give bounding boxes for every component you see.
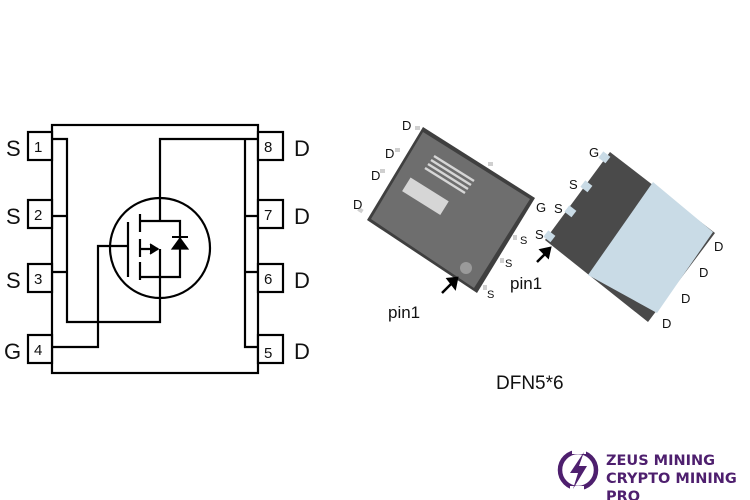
pin-2-number: 2 (34, 207, 42, 224)
source-bus-wire (52, 137, 162, 324)
package-bottom-view (543, 151, 715, 322)
logo-text: ZEUS MINING CRYPTO MINING PRO (606, 452, 750, 500)
pin-1-box (26, 130, 54, 162)
mosfet-circle (108, 196, 212, 300)
pin1-dot (460, 262, 472, 274)
pin-6-name: D (294, 268, 310, 293)
drain-pad (588, 182, 713, 313)
pin-5-number: 5 (264, 345, 272, 362)
pin-4-name: G (4, 339, 21, 364)
top-pin1-label: pin1 (388, 303, 420, 322)
top-pin-label: D (385, 146, 394, 161)
body-arrow-icon (149, 243, 160, 255)
pin-4-number: 4 (34, 342, 42, 359)
bottom-pin1-arrow-icon (536, 246, 552, 263)
bottom-pin1-label: pin1 (510, 274, 542, 293)
package-top-view (357, 126, 535, 293)
bottom-pin-label: D (699, 265, 708, 280)
pin-3-number: 3 (34, 271, 42, 288)
bottom-pin-label: D (714, 239, 723, 254)
top-pin-label: S (520, 235, 527, 247)
pin-2-box (26, 198, 54, 230)
logo-line-2: CRYPTO MINING PRO (606, 471, 737, 500)
pin-6-number: 6 (264, 271, 272, 288)
body-diode-icon (170, 236, 190, 250)
pin-3-name: S (6, 268, 21, 293)
drain-bus-wire (158, 137, 258, 349)
pin-8-name: D (294, 136, 310, 161)
pin-8-number: 8 (264, 139, 272, 156)
pin-8-box (256, 130, 285, 162)
pin-2-name: S (6, 204, 21, 229)
top-pin-label: S (487, 289, 494, 301)
top-pin1-arrow-icon (441, 276, 459, 294)
mosfet-schematic (26, 123, 285, 375)
pin-3-box (26, 262, 54, 294)
pin-1-name: S (6, 136, 21, 161)
pin-1-number: 1 (34, 139, 42, 156)
top-pin-label: S (505, 258, 512, 270)
source-gate-pads (543, 151, 611, 243)
gate-wire (52, 222, 130, 349)
bottom-pin-label: S (554, 201, 563, 216)
schematic-labels: 1 2 3 4 S S S G 8 7 6 5 D D D D (4, 136, 310, 364)
top-pin-label: G (536, 200, 546, 215)
pin-5-name: D (294, 339, 310, 364)
pin-7-box (256, 198, 285, 230)
pin-6-box (256, 262, 285, 294)
bottom-pin-label: S (535, 227, 544, 242)
pin-7-name: D (294, 204, 310, 229)
bottom-pin-label: D (662, 316, 671, 331)
package-labels: D D D D G S S S pin1 G S S S D D D D pin… (353, 118, 723, 394)
package-name: DFN5*6 (496, 373, 564, 394)
pin-4-box (26, 333, 54, 365)
top-pin-label: D (353, 197, 362, 212)
pin-7-number: 7 (264, 207, 272, 224)
bottom-pin-label: G (589, 145, 599, 160)
logo-line-1: ZEUS MINING (606, 453, 716, 469)
logo-marking-icon (402, 154, 475, 215)
pin-5-box (256, 333, 285, 365)
bottom-pin-label: D (681, 291, 690, 306)
bottom-pin-label: S (569, 177, 578, 192)
zeus-lightning-logo-icon (557, 448, 599, 492)
top-pin-label: D (402, 118, 411, 133)
top-pin-label: D (371, 168, 380, 183)
